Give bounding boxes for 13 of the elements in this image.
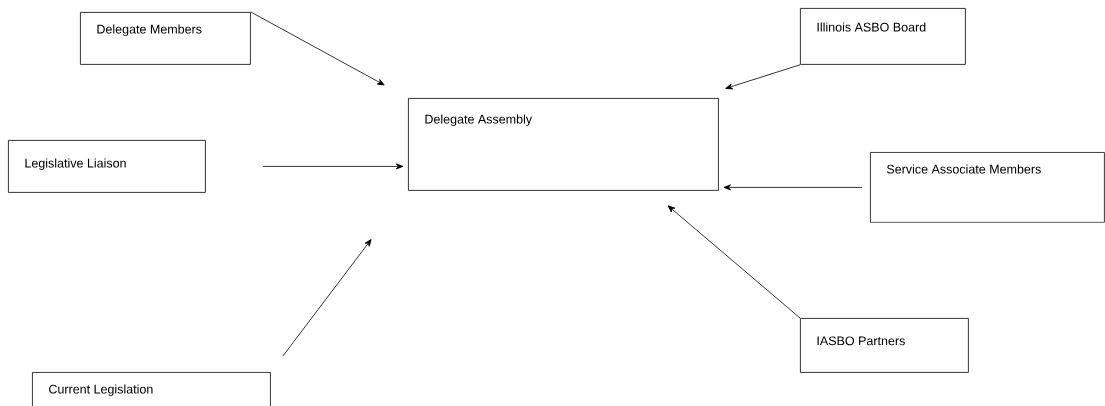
arrow	[723, 184, 863, 191]
text-box: Illinois ASBO Board	[800, 8, 966, 65]
text-box: Current Legislation	[32, 372, 271, 406]
arrow	[282, 239, 372, 357]
arrow	[250, 11, 385, 86]
arrow	[262, 163, 404, 170]
arrow	[667, 205, 801, 319]
arrow	[725, 64, 801, 90]
text-box: Service Associate Members	[870, 152, 1105, 223]
text-box: Delegate Members	[80, 12, 251, 65]
text-box: Legislative Liaison	[8, 140, 206, 193]
text-box: Delegate Assembly	[408, 98, 719, 191]
text-box: IASBO Partners	[800, 318, 969, 373]
